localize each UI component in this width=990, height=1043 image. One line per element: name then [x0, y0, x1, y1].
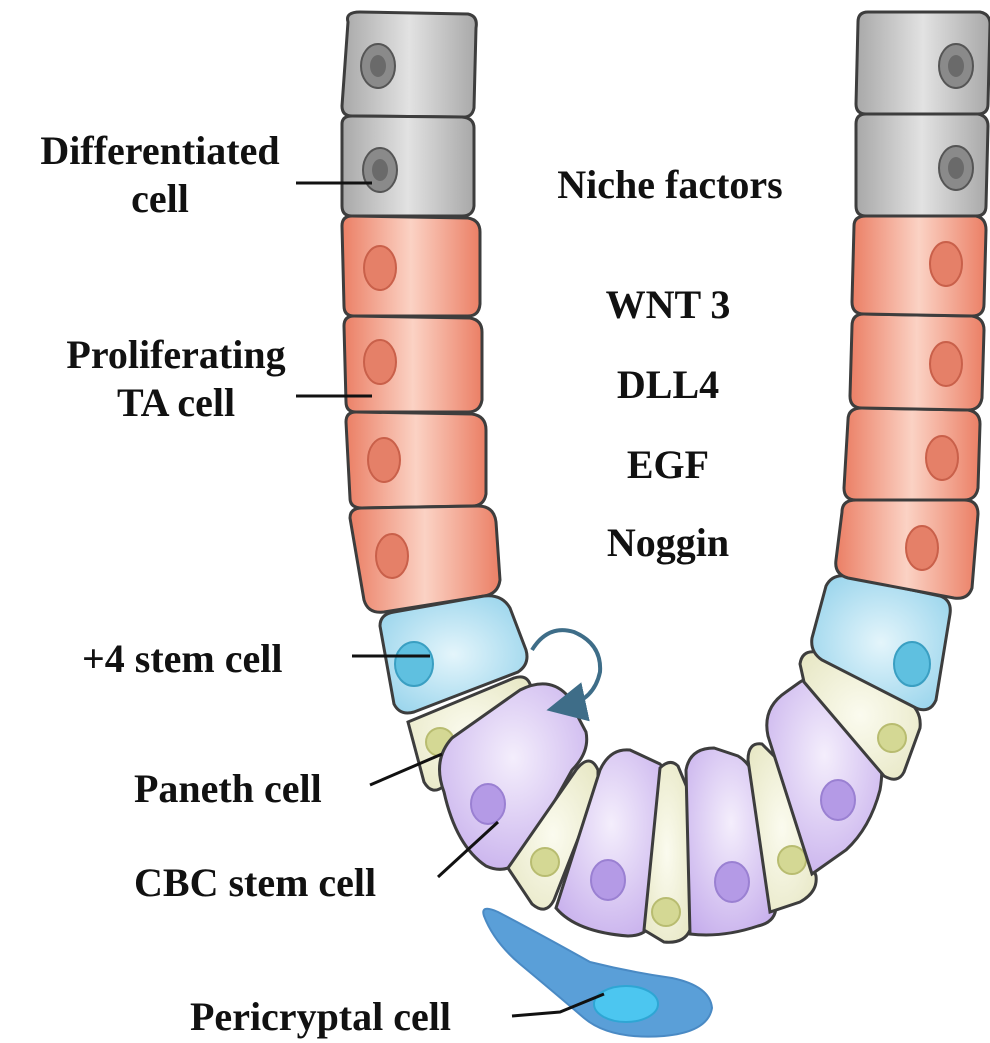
cbc-nucleus	[821, 780, 855, 820]
ta-cell	[850, 314, 984, 410]
ta-nucleus	[906, 526, 938, 570]
label-cbc-stem: CBC stem cell	[134, 860, 376, 905]
paneth-nucleus	[531, 848, 559, 876]
ta-nucleus	[368, 438, 400, 482]
ta-nucleus	[364, 246, 396, 290]
ta-nucleus	[376, 534, 408, 578]
paneth-nucleus	[652, 898, 680, 926]
label-pericryptal: Pericryptal cell	[190, 994, 451, 1039]
ta-nucleus	[930, 242, 962, 286]
ta-cell	[342, 216, 480, 316]
paneth-nucleus	[778, 846, 806, 874]
label-paneth: Paneth cell	[134, 766, 322, 811]
niche-factor: WNT 3	[606, 282, 731, 327]
niche-factor: Noggin	[607, 520, 729, 565]
label-differentiated-line1: Differentiated	[40, 128, 279, 173]
crypt-base-cells	[440, 676, 882, 942]
right-differentiated-cells	[856, 12, 990, 216]
plus4-stem-nucleus	[894, 642, 930, 686]
niche-factor: EGF	[627, 442, 709, 487]
label-plus4-stem: +4 stem cell	[82, 636, 283, 681]
label-differentiated-line2: cell	[131, 176, 189, 221]
cbc-nucleus	[471, 784, 505, 824]
pericryptal-nucleus	[594, 986, 658, 1022]
ta-cell	[852, 216, 986, 316]
right-ta-cells	[836, 216, 986, 598]
label-proliferating-line1: Proliferating	[66, 332, 285, 377]
ta-nucleus	[926, 436, 958, 480]
ta-nucleus	[364, 340, 396, 384]
left-ta-cells	[342, 216, 500, 612]
paneth-nucleus	[878, 724, 906, 752]
ta-cell	[844, 408, 980, 500]
ta-nucleus	[930, 342, 962, 386]
plus4-stem-nucleus	[395, 642, 433, 686]
niche-factor: DLL4	[617, 362, 719, 407]
left-differentiated-cells	[342, 12, 476, 216]
cbc-nucleus	[591, 860, 625, 900]
label-proliferating-line2: TA cell	[117, 380, 235, 425]
cbc-nucleus	[715, 862, 749, 902]
niche-title: Niche factors	[557, 162, 782, 207]
differentiated-cell	[342, 116, 474, 216]
